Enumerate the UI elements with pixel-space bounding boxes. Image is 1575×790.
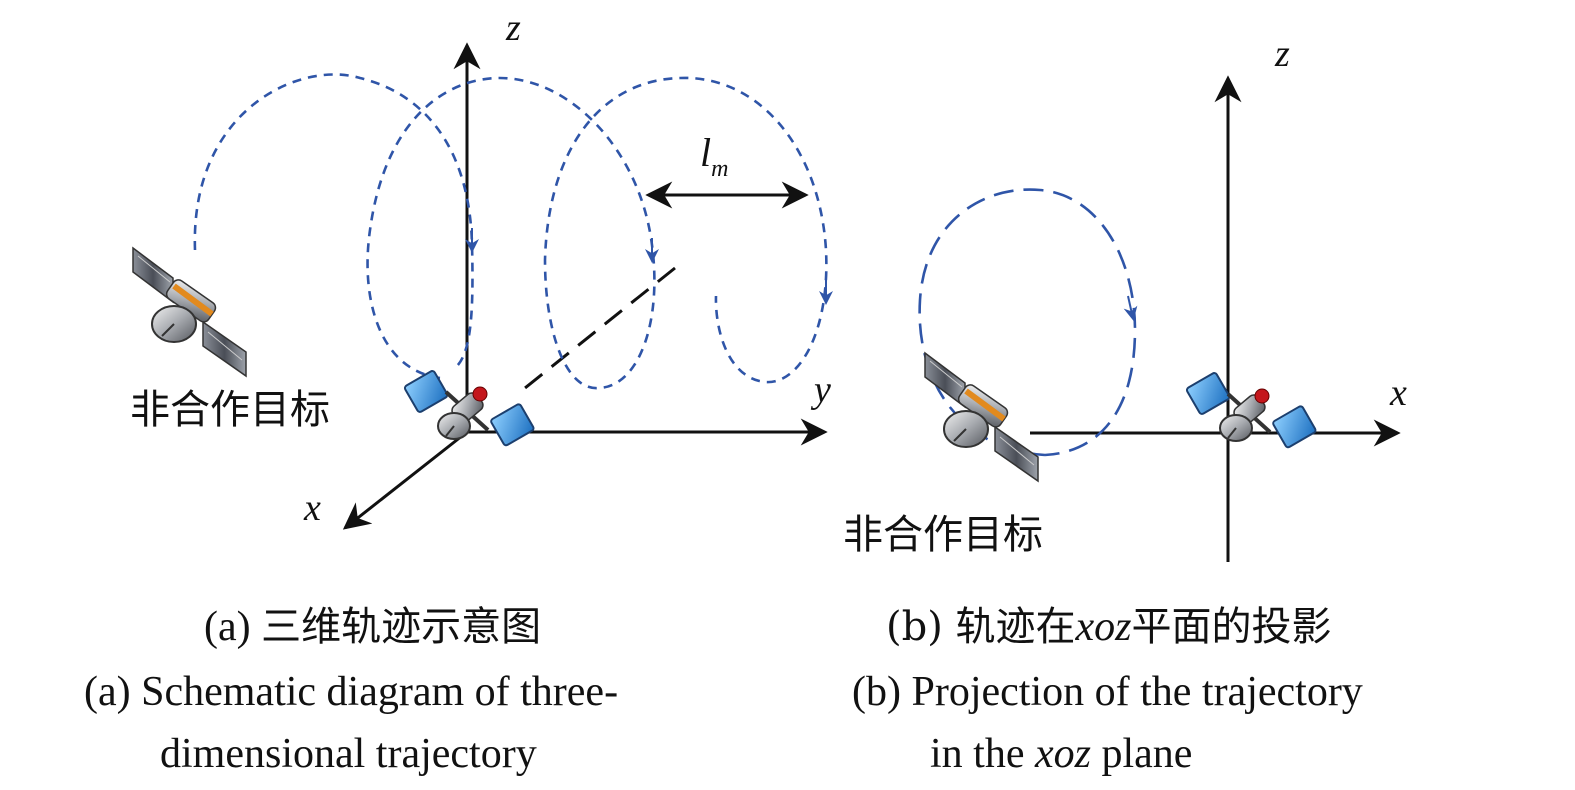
distance-label: lm bbox=[700, 130, 728, 182]
trajectory-loop-2 bbox=[366, 76, 828, 390]
caption-en-b-line2: in the xoz plane bbox=[930, 731, 1192, 777]
target-satellite-icon bbox=[133, 248, 246, 376]
trajectory-loop-1 bbox=[193, 73, 474, 369]
x-axis bbox=[342, 430, 468, 530]
projected-trajectory bbox=[918, 188, 1137, 457]
caption-en-b-line1: (b) Projection of the trajectory bbox=[852, 669, 1363, 715]
satellite-icon-b bbox=[1183, 369, 1319, 451]
satellite-icon bbox=[401, 367, 537, 449]
y-axis-label: y bbox=[810, 369, 831, 411]
target-label: 非合作目标 bbox=[130, 387, 330, 433]
z-axis-label: z bbox=[505, 7, 521, 49]
caption-cn-b: (b) 轨迹在xoz平面的投影 bbox=[886, 604, 1332, 650]
projected-trajectory-arrow bbox=[1123, 295, 1138, 321]
panel-a: z y x lm 非合作目标 (a) 三维轨迹示意图 (a) Schematic… bbox=[84, 7, 833, 777]
x-axis-label-b: x bbox=[1389, 372, 1407, 414]
guide-line bbox=[524, 266, 676, 390]
x-axis-label: x bbox=[303, 487, 321, 529]
target-satellite-icon-b bbox=[925, 353, 1038, 481]
caption-cn-a: (a) 三维轨迹示意图 bbox=[204, 604, 541, 650]
target-label-b: 非合作目标 bbox=[843, 512, 1043, 558]
caption-en-a-line2: dimensional trajectory bbox=[160, 731, 537, 777]
caption-en-a-line1: (a) Schematic diagram of three- bbox=[84, 669, 618, 715]
panel-b: z x 非合作目标 (b) 轨迹在xoz平面的投影 (b) Projection… bbox=[843, 33, 1407, 777]
z-axis-label-b: z bbox=[1274, 33, 1290, 75]
